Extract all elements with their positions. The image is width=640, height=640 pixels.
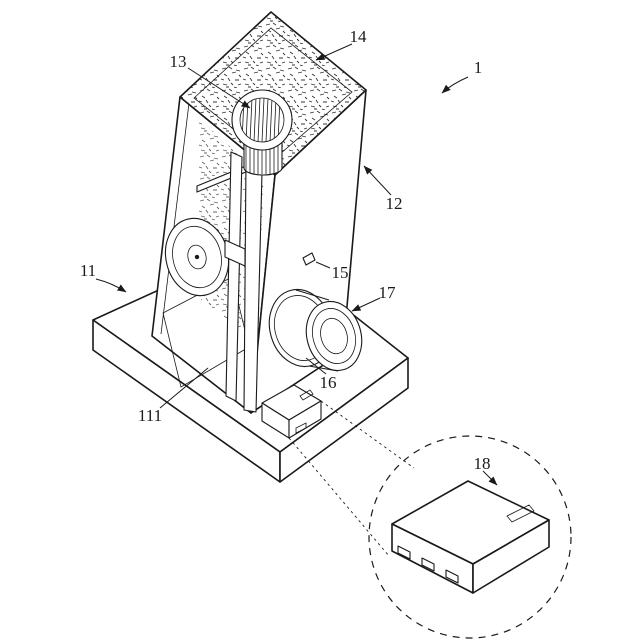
leader-12 [363,165,392,196]
module-port-3 [445,569,459,584]
base-right-side [279,357,409,483]
ref-14: 14 [315,27,368,61]
ref-12: 12 [363,165,403,213]
magnifier-connector-line-top [320,400,415,469]
magnifier-connector-line-bottom [288,437,390,557]
ref-11: 11 [80,261,127,293]
side-port-assembly [268,288,363,372]
indicator-slot [302,252,316,266]
leader-16 [305,357,327,375]
magnified-detail [368,435,572,639]
duct-grille [241,98,281,142]
tower-top-opening [179,11,367,176]
module-top-slot [299,389,314,401]
leader-13 [187,67,251,109]
ref-label-15: 15 [332,263,349,282]
left-wall-thickness-line [160,102,190,335]
ref-label-18: 18 [474,454,491,473]
ref-111: 111 [138,367,209,425]
control-module [391,480,550,594]
reference-labels: 1 11 111 12 13 14 15 16 [80,27,498,486]
internal-speaker [164,217,230,297]
module-right [288,400,322,439]
leader-17 [351,297,381,312]
leader-111 [159,367,209,409]
ref-label-12: 12 [386,194,403,213]
control-module-right [472,519,550,594]
ref-label-17: 17 [379,283,397,302]
leader-18 [482,470,498,486]
support-rod [225,151,243,402]
leader-11 [95,278,127,293]
base-module [261,384,415,557]
ref-label-11: 11 [80,261,96,280]
ref-1: 1 [441,58,483,94]
ref-label-1: 1 [474,58,483,77]
module-port-1 [397,545,411,560]
ref-18: 18 [474,454,498,486]
ref-label-13: 13 [170,52,187,71]
ref-label-14: 14 [350,27,368,46]
control-module-top-slot [506,504,535,523]
ref-17: 17 [351,283,397,312]
module-front-slot [295,422,307,434]
tower-housing [151,11,367,414]
duct-cylinder [231,89,293,176]
ref-16: 16 [305,357,337,392]
passive-radiator [305,300,363,372]
magnifier-circle [368,435,572,639]
module-port-2 [421,557,435,572]
leader-15 [315,261,331,269]
leader-1 [441,76,469,94]
ref-13: 13 [170,52,251,109]
ref-label-16: 16 [320,373,337,392]
ref-label-111: 111 [138,406,162,425]
ref-15: 15 [315,261,349,282]
leader-14 [315,43,353,61]
